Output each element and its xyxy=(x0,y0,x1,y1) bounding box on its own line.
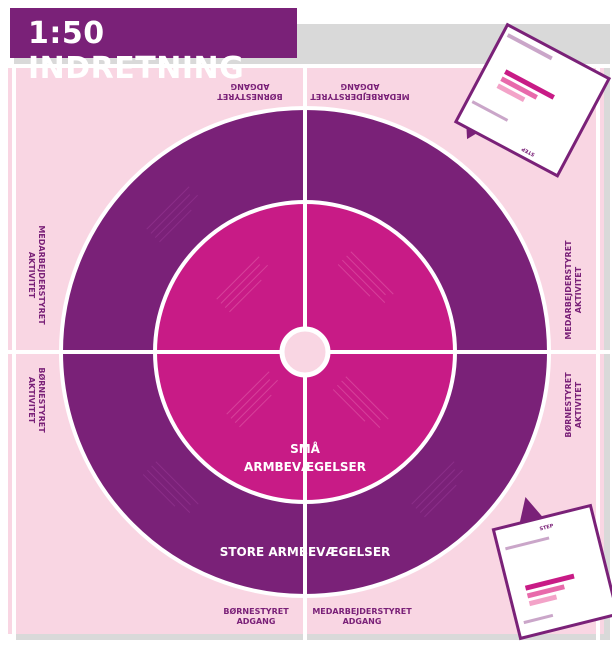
step-card-bottom-line xyxy=(505,536,550,551)
step-card-top-line2 xyxy=(471,100,509,122)
step-card-bottom-frame xyxy=(491,503,612,641)
center-circle xyxy=(279,326,331,378)
step-card-top-bar1 xyxy=(504,69,555,100)
right-upper-label-line1: MEDARBEJDERSTYRET xyxy=(564,240,573,340)
left-upper-label-line2: AKTIVITET xyxy=(27,252,36,299)
bottom-left-label-line1: BØRNESTYRET xyxy=(223,606,289,616)
inner-ring-label-line2: ARMBEVÆGELSER xyxy=(244,460,366,474)
right-upper-label-line2: AKTIVITET xyxy=(574,266,583,313)
step-card-top: STEP xyxy=(453,22,612,178)
step-card-bottom-label: STEP xyxy=(539,523,554,532)
right-lower-label: BØRNESTYRET AKTIVITET xyxy=(563,372,583,438)
left-lower-label-line1: BØRNESTYRET xyxy=(37,367,47,433)
bottom-left-label-line2: ADGANG xyxy=(237,617,276,626)
inner-ring-label-line1: SMÅ xyxy=(290,441,321,456)
step-card-bottom-line2 xyxy=(523,613,554,625)
step-card-bottom-bar1 xyxy=(524,573,575,591)
right-lower-label-line2: AKTIVITET xyxy=(574,381,583,428)
page-title: 1:50 INDRETNING xyxy=(28,16,245,86)
top-right-label-line1: MEDARBEJDERSTYRET xyxy=(310,92,410,101)
step-card-bottom-bar3 xyxy=(528,594,558,607)
left-lower-label-line2: AKTIVITET xyxy=(27,377,36,424)
bottom-right-label-line2: ADGANG xyxy=(343,617,382,626)
right-upper-label: MEDARBEJDERSTYRET AKTIVITET xyxy=(564,240,583,340)
top-left-label: BØRNESTYRET ADGANG xyxy=(217,82,283,102)
bottom-right-label-line1: MEDARBEJDERSTYRET xyxy=(312,607,412,616)
top-left-label-line2: ADGANG xyxy=(231,82,270,91)
left-upper-label-line1: MEDARBEJDERSTYRET xyxy=(37,225,46,325)
inner-faint-text xyxy=(216,251,394,428)
step-card-top-bar2 xyxy=(500,76,538,100)
step-card-top-line xyxy=(506,33,553,61)
right-lower-label-line1: BØRNESTYRET xyxy=(563,372,573,438)
left-lower-label: BØRNESTYRET AKTIVITET xyxy=(27,367,47,433)
step-card-bottom-bar2 xyxy=(526,584,565,599)
top-right-label: MEDARBEJDERSTYRET ADGANG xyxy=(310,82,410,101)
step-card-top-frame xyxy=(453,22,612,178)
left-upper-label: MEDARBEJDERSTYRET AKTIVITET xyxy=(27,225,46,325)
step-card-top-bar3 xyxy=(496,83,526,103)
top-right-label-line2: ADGANG xyxy=(341,82,380,91)
top-left-label-line1: BØRNESTYRET xyxy=(217,92,283,102)
step-card-bottom: STEP xyxy=(491,496,612,641)
outer-ring-label: STORE ARMBEVÆGELSER xyxy=(220,545,391,559)
title-bar: 1:50 INDRETNING xyxy=(10,8,297,86)
outer-faint-text xyxy=(142,186,463,518)
